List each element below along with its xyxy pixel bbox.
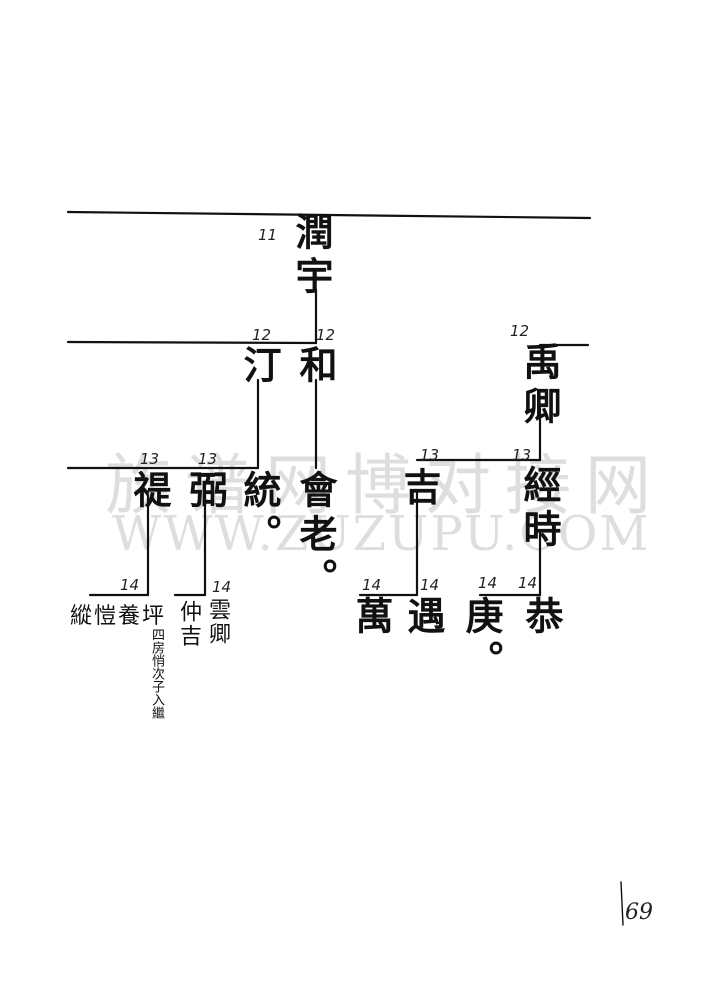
person-ti: 禔 [127, 470, 172, 514]
gen-number: 13 [512, 446, 532, 464]
person-he: 和 [293, 345, 338, 389]
gen-number: 12 [510, 322, 530, 340]
watermark-url: WWW.ZUZUPU.COM [112, 506, 651, 562]
gen-number: 13 [198, 450, 218, 468]
gen-number: 14 [362, 576, 382, 594]
person-tong: 統。 [237, 470, 282, 558]
person-yu: 遇 [401, 596, 446, 640]
watermark-chinese: 族谱网博对接网 [105, 447, 665, 524]
person-zongkaiyangping: 縱愷養坪 [70, 604, 167, 629]
gen-number: 13 [140, 450, 160, 468]
adoption-note: 四房悄次子入繼 [149, 628, 164, 719]
person-huilao: 會老。 [293, 470, 338, 602]
gen-number: 11 [258, 226, 278, 244]
person-geng: 庚。 [459, 596, 504, 684]
gen-number: 12 [252, 326, 272, 344]
person-jingshi: 經時 [517, 465, 562, 553]
person-ting: 汀 [237, 345, 282, 389]
person-bi: 弼 [183, 470, 228, 514]
person-runyu: 潤宇 [289, 212, 334, 300]
person-ji: 吉 [397, 467, 442, 511]
gen-number: 14 [420, 576, 440, 594]
gen-number: 12 [316, 326, 336, 344]
gen-number: 14 [518, 574, 538, 592]
person-yunqing: 雲卿 [205, 598, 230, 646]
person-zhongji: 仲吉 [176, 600, 201, 648]
gen-number: 14 [120, 576, 140, 594]
gen-number: 14 [478, 574, 498, 592]
person-gong: 恭 [519, 596, 564, 640]
page-number: 69 [625, 900, 653, 925]
gen-number: 14 [212, 578, 232, 596]
person-yuqing: 禹卿 [517, 342, 562, 430]
person-wan: 萬 [349, 596, 394, 640]
gen-number: 13 [420, 446, 440, 464]
